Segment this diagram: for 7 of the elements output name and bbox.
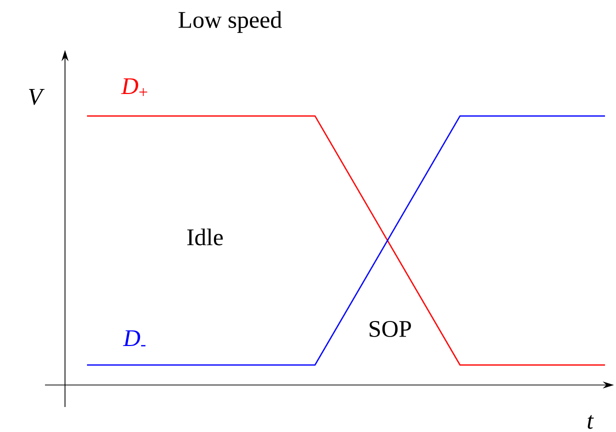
signal-label: D$_{-}$ [122, 330, 146, 346]
state-label: SOP [370, 320, 411, 338]
state-label: Idle [187, 228, 223, 246]
axis-label: V [28, 88, 45, 105]
axis-label: t [588, 415, 594, 429]
signal-label: D$_{+}$ [121, 78, 148, 96]
title: Low speed [178, 11, 282, 33]
